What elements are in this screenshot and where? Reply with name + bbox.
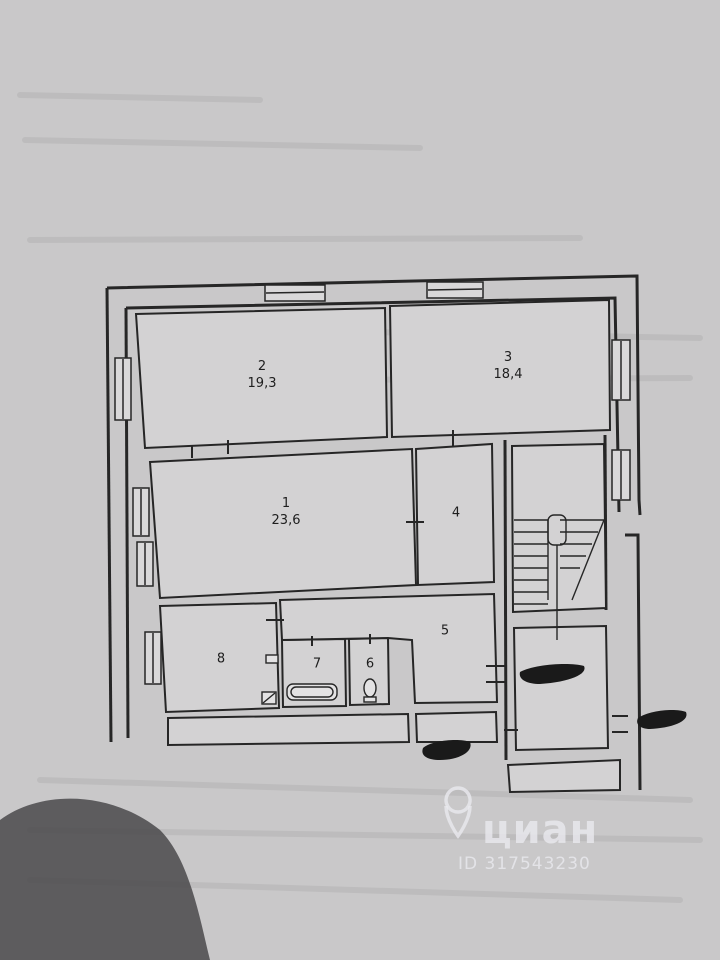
photo-shadow <box>0 798 210 960</box>
room-8-label: 8 <box>217 651 225 668</box>
room-1-number: 1 <box>281 496 291 511</box>
lower-room-stair <box>506 758 621 794</box>
watermark: циан ID 317543230 <box>458 808 598 874</box>
room-3-outline <box>388 298 612 439</box>
redaction-marks <box>422 664 687 760</box>
room-7-label: 7 <box>313 656 321 673</box>
door-marks <box>191 430 628 733</box>
watermark-listing-id: ID 317543230 <box>458 854 591 874</box>
location-pin-icon <box>444 786 472 839</box>
stair-hall-outline <box>510 442 608 614</box>
room-3-label: 3 18,4 <box>494 349 523 383</box>
bathtub-icon <box>286 683 338 701</box>
windows <box>114 281 631 685</box>
room-8-outline <box>158 601 281 714</box>
room-3-number: 3 <box>503 350 513 365</box>
room-4-label: 4 <box>452 505 460 522</box>
toilet-icon <box>363 678 377 703</box>
room-1-outline <box>148 447 418 600</box>
landing-outline <box>512 624 610 752</box>
room-5-outline <box>278 592 499 705</box>
room-5-label: 5 <box>441 623 449 640</box>
room-1-area: 23,6 <box>271 513 301 528</box>
room-2-label: 2 19,3 <box>248 358 277 392</box>
room-6-number: 6 <box>365 656 375 672</box>
room-4-number: 4 <box>451 505 461 521</box>
room-6-label: 6 <box>366 656 374 673</box>
lower-room-right <box>414 710 499 743</box>
room-2-outline <box>134 306 389 450</box>
staircase <box>514 514 605 640</box>
room-3-area: 18,4 <box>493 367 523 382</box>
room-5-number: 5 <box>440 623 450 639</box>
room-2-area: 19,3 <box>247 376 277 391</box>
room-4-outline <box>414 442 496 587</box>
watermark-brand: циан <box>482 807 599 853</box>
sink-icon <box>261 654 279 705</box>
room-8-number: 8 <box>216 651 226 667</box>
room-2-number: 2 <box>257 359 267 374</box>
lower-room-left <box>167 712 411 747</box>
room-7-number: 7 <box>312 656 322 672</box>
room-outlines <box>134 298 621 794</box>
room-1-label: 1 23,6 <box>272 495 301 529</box>
